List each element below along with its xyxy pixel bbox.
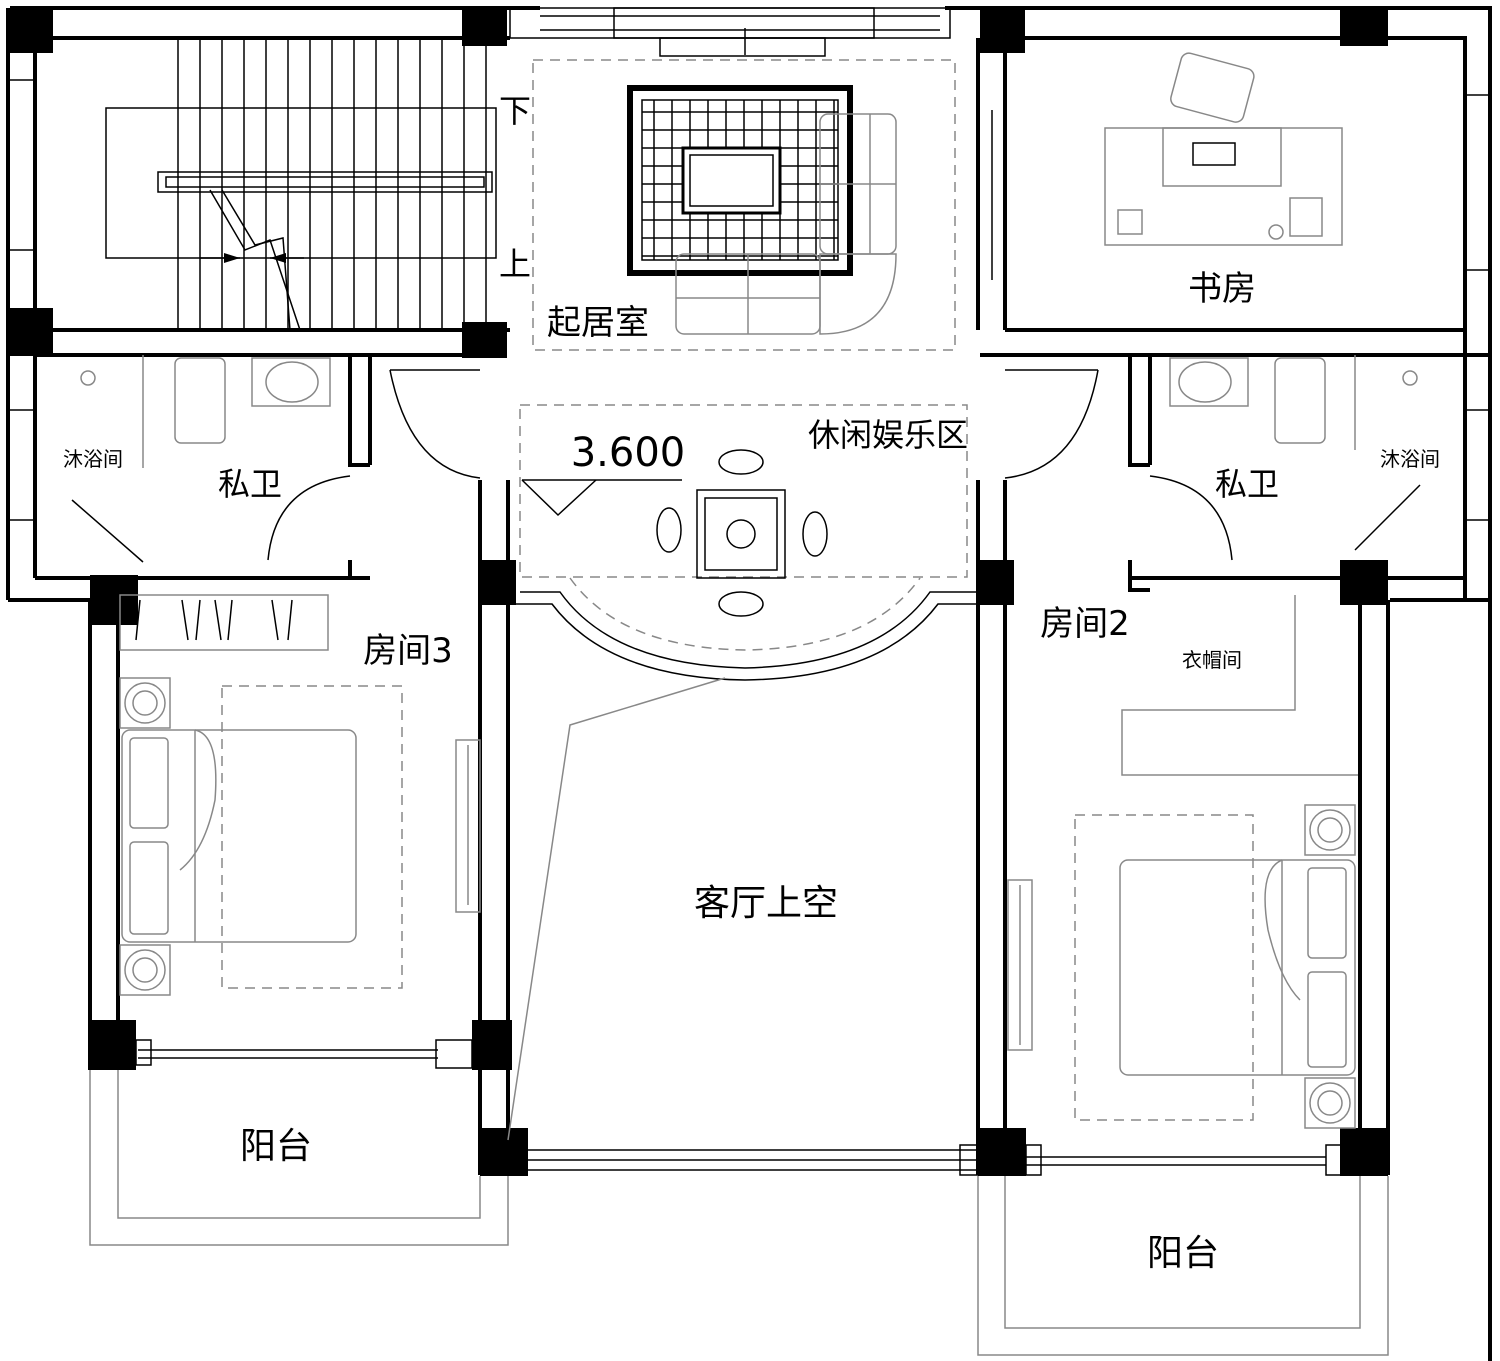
room-2 [1007,595,1358,1129]
study [991,52,1343,280]
leisure-area-label: 休闲娱乐区 [808,416,968,454]
living-room-label: 起居室 [547,303,649,343]
clothes-hanger [214,599,222,641]
clothes-hanger [271,599,279,641]
clothes-hanger [181,599,189,641]
balcony-right [977,1144,1389,1356]
shower-left-label: 沐浴间 [63,447,123,471]
bath-left-label: 私卫 [218,465,282,503]
balcony-right-label: 阳台 [1147,1233,1219,1274]
stair-up-label: 上 [499,245,531,283]
leisure-area [389,369,1099,681]
bathroom-left [71,355,351,563]
closet-label: 衣帽间 [1182,648,1242,672]
clothes-hanger [195,599,201,641]
bath-right-label: 私卫 [1215,465,1279,503]
elevation-label: 3.600 [571,430,686,476]
balcony-left [89,1039,509,1246]
structural-columns [8,8,1388,1176]
living-room [532,28,956,351]
stair-down-label: 下 [499,92,531,130]
bathroom-right [1149,355,1421,561]
clothes-hanger [135,599,141,641]
clothes-hanger [227,599,233,641]
shower-right-label: 沐浴间 [1380,447,1440,471]
void-label: 客厅上空 [694,883,838,924]
room-3 [119,594,481,996]
room2-label: 房间2 [1040,604,1130,644]
clothes-hanger [287,599,293,641]
study-label: 书房 [1188,269,1256,309]
living-room-void [507,677,979,1176]
room3-label: 房间3 [363,631,453,671]
balcony-left-label: 阳台 [240,1126,312,1167]
staircase [105,38,497,331]
